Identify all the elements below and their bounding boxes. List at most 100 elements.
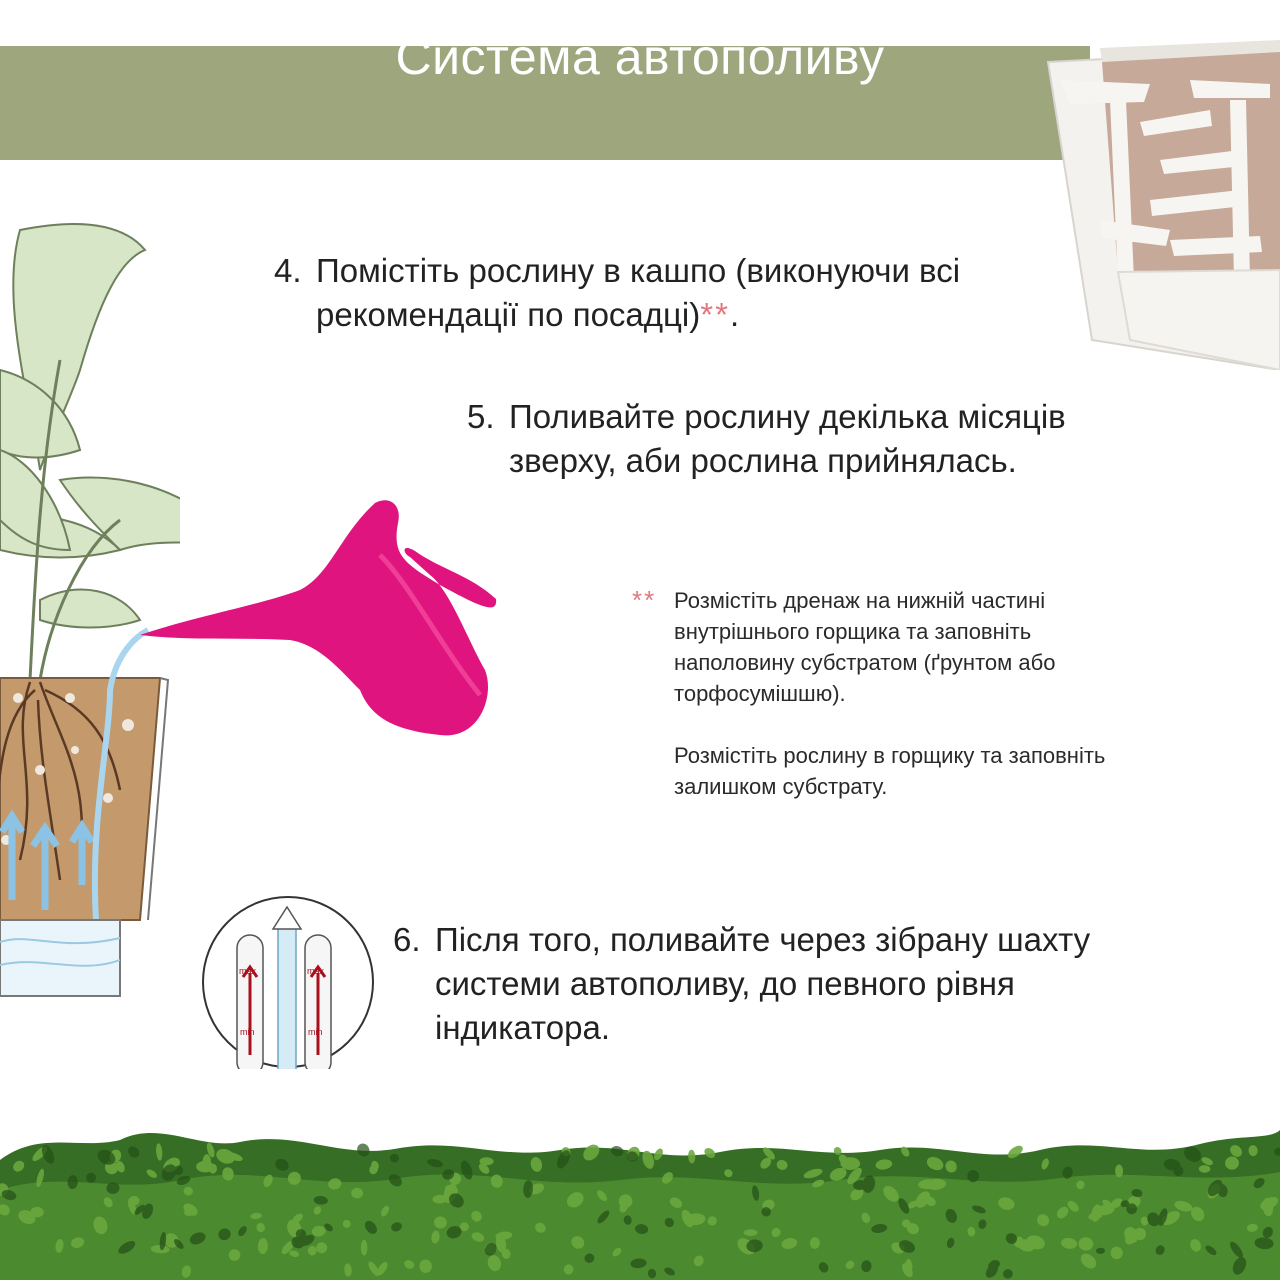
hedge-leaf bbox=[183, 1186, 193, 1196]
hedge-leaf bbox=[557, 1150, 570, 1169]
hedge-leaf bbox=[159, 1232, 167, 1251]
hedge-leaf bbox=[530, 1156, 543, 1172]
planter-pot-icon bbox=[1046, 40, 1280, 370]
hedge-leaf bbox=[1248, 1145, 1258, 1157]
hedge-leaf bbox=[316, 1242, 328, 1254]
hedge-leaf bbox=[1198, 1165, 1211, 1173]
hedge-leaf bbox=[442, 1169, 455, 1180]
step-4-body: Помістіть рослину в кашпо (виконуючи всі… bbox=[316, 252, 961, 333]
footnote-body: Розмістіть дренаж на нижній частині внут… bbox=[674, 585, 1152, 802]
hedge-leaf bbox=[1062, 1166, 1073, 1179]
hedge-leaf bbox=[357, 1143, 370, 1157]
hedge-leaf bbox=[1110, 1246, 1123, 1260]
hedge-leaf bbox=[388, 1174, 402, 1187]
hedge-leaf bbox=[1201, 1157, 1213, 1166]
hedge-leaf bbox=[1163, 1158, 1181, 1171]
footnote-note-marker: ** bbox=[632, 585, 657, 615]
hedge-leaf bbox=[446, 1226, 462, 1239]
hedge-leaf bbox=[967, 1226, 976, 1237]
hedge-leaf bbox=[471, 1210, 482, 1222]
step-5-text: Поливайте рослину декілька місяців зверх… bbox=[509, 398, 1066, 479]
step-6: 6. Після того, поливайте через зібрану ш… bbox=[393, 918, 1183, 1050]
hedge-leaf bbox=[427, 1159, 444, 1168]
hedge-leaf bbox=[812, 1179, 825, 1188]
hedge-leaf bbox=[1131, 1189, 1143, 1198]
header-banner bbox=[0, 46, 1090, 160]
hedge-leaf bbox=[584, 1253, 595, 1263]
hedge-decoration bbox=[0, 1130, 1280, 1280]
hedge-leaf bbox=[460, 1160, 473, 1180]
hedge-leaf bbox=[918, 1179, 938, 1190]
hedge-leaf bbox=[134, 1204, 145, 1215]
hedge-leaf bbox=[369, 1164, 378, 1175]
hedge-leaf bbox=[901, 1219, 911, 1228]
hedge-leaf bbox=[967, 1170, 980, 1183]
hedge-leaf bbox=[1003, 1269, 1013, 1279]
hedge-leaf bbox=[189, 1232, 206, 1245]
hedge-leaf bbox=[1041, 1158, 1049, 1170]
hedge-leaf bbox=[1230, 1145, 1242, 1157]
hedge-leaf bbox=[945, 1160, 957, 1173]
hedge-leaf bbox=[861, 1260, 872, 1273]
hedge-leaf bbox=[724, 1169, 733, 1178]
hedge-leaf bbox=[743, 1229, 758, 1236]
hedge-leaf bbox=[1096, 1247, 1105, 1254]
hedge-leaf bbox=[597, 1190, 608, 1202]
step-4-number: 4. bbox=[274, 252, 302, 289]
hedge-leaf bbox=[847, 1167, 862, 1185]
hedge-leaf bbox=[86, 1172, 97, 1183]
hedge-leaf bbox=[523, 1180, 533, 1198]
hedge-leaf bbox=[206, 1142, 215, 1158]
hedge-leaf bbox=[618, 1194, 633, 1209]
hedge-leaf bbox=[196, 1160, 214, 1173]
hedge-leaf bbox=[281, 1240, 294, 1255]
hedge-leaf bbox=[30, 1206, 44, 1218]
hedge-leaf bbox=[490, 1174, 503, 1188]
hedge-leaf bbox=[256, 1222, 265, 1233]
hedge-leaf bbox=[597, 1210, 610, 1224]
footnote-paragraph-2: Розмістіть рослину в горщику та заповніт… bbox=[674, 743, 1106, 799]
hedge-leaf bbox=[1067, 1200, 1079, 1212]
hedge-leaf bbox=[377, 1261, 388, 1276]
max-label-right: max bbox=[307, 966, 325, 976]
hedge-leaf bbox=[945, 1208, 957, 1223]
hedge-leaf bbox=[389, 1153, 399, 1163]
step-4-end: . bbox=[729, 296, 740, 333]
hedge-leaf bbox=[432, 1194, 448, 1204]
hedge-leaf bbox=[988, 1260, 1000, 1270]
hedge-leaf bbox=[567, 1192, 584, 1208]
hedge-leaf bbox=[1253, 1177, 1265, 1189]
hedge-leaf bbox=[1110, 1198, 1123, 1208]
hedge-leaf bbox=[238, 1226, 247, 1237]
hedge-leaf bbox=[861, 1212, 871, 1224]
hedge-leaf bbox=[1232, 1257, 1247, 1275]
hedge-leaf bbox=[300, 1234, 315, 1246]
hedge-leaf bbox=[642, 1150, 654, 1169]
hedge-leaf bbox=[263, 1174, 273, 1187]
hedge-leaf bbox=[222, 1167, 234, 1181]
hedge-leaf bbox=[479, 1157, 494, 1166]
hedge-leaf bbox=[647, 1268, 657, 1279]
hedge-leaf bbox=[287, 1171, 301, 1185]
hedge-leaf bbox=[1088, 1212, 1103, 1220]
hedge-leaf bbox=[360, 1239, 368, 1256]
hedge-leaf bbox=[307, 1245, 317, 1256]
potted-plant-illustration bbox=[0, 223, 180, 997]
hedge-leaf bbox=[862, 1175, 876, 1193]
hedge-leaf bbox=[840, 1157, 861, 1170]
hedge-leaf bbox=[184, 1208, 196, 1216]
hedge-leaf bbox=[368, 1261, 380, 1277]
hedge-leaf bbox=[495, 1235, 507, 1253]
hedge-leaf bbox=[71, 1237, 85, 1249]
hedge-leaf bbox=[850, 1188, 864, 1201]
hedge-leaf bbox=[626, 1151, 638, 1162]
hedge-leaf bbox=[106, 1182, 120, 1194]
hedge-leaf bbox=[344, 1263, 352, 1277]
hedge-leaf bbox=[1207, 1179, 1223, 1197]
hedge-leaf bbox=[662, 1172, 673, 1184]
hedge-leaf bbox=[763, 1147, 775, 1160]
hedge-leaf bbox=[1184, 1146, 1202, 1162]
hedge-leaf bbox=[1140, 1216, 1149, 1226]
min-label-right: min bbox=[308, 1027, 323, 1037]
hedge-leaf bbox=[883, 1185, 899, 1202]
